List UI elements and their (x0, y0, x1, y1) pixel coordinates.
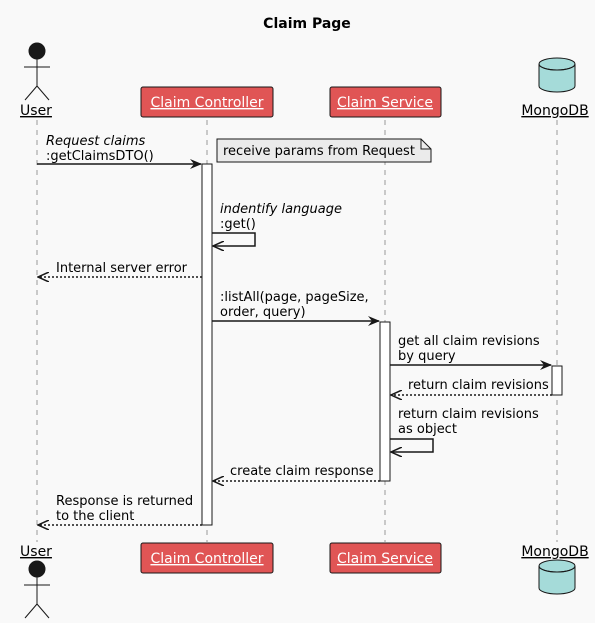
message-label: return claim revisions (408, 378, 549, 393)
participant-label-claim-controller: Claim Controller (150, 551, 263, 567)
message-label: to the client (56, 509, 134, 524)
participant-label-mongodb: MongoDB (521, 544, 588, 560)
participant-label-user: User (20, 103, 52, 119)
message-arrow (390, 438, 434, 452)
message-request-claims: Request claims :getClaimsDTO() (37, 134, 202, 169)
participant-user-top: User (20, 42, 52, 119)
message-return-as-object: return claim revisions as object (390, 407, 539, 452)
message-get-claim-revisions: get all claim revisions by query (390, 334, 552, 370)
message-label: order, query) (220, 305, 306, 320)
participant-label-user: User (20, 544, 52, 560)
message-label-italic: indentify language (220, 202, 342, 217)
participant-user-bottom: User (20, 544, 52, 619)
message-arrow (212, 232, 256, 246)
participant-label-claim-service: Claim Service (337, 95, 433, 111)
message-identify-language: indentify language :get() (212, 202, 342, 246)
message-label: :getClaimsDTO() (46, 149, 154, 164)
diagram-title: Claim Page (263, 16, 351, 32)
message-create-claim-response: create claim response (213, 464, 380, 481)
participant-label-mongodb: MongoDB (521, 103, 588, 119)
message-label: :get() (220, 217, 256, 232)
message-label: create claim response (230, 464, 374, 479)
participant-claim-controller-top: Claim Controller (140, 86, 274, 118)
database-icon (538, 57, 576, 93)
message-label: get all claim revisions (398, 334, 540, 349)
participant-claim-service-bottom: Claim Service (329, 542, 442, 574)
participant-mongodb-top: MongoDB (521, 57, 589, 119)
activation-claim-service (379, 321, 391, 482)
database-icon (538, 559, 576, 595)
message-internal-server-error: Internal server error (38, 261, 202, 277)
participant-claim-service-top: Claim Service (329, 86, 442, 118)
participant-label-claim-service: Claim Service (337, 551, 433, 567)
message-label: return claim revisions (398, 407, 539, 422)
actor-icon (24, 42, 50, 101)
message-label: as object (398, 422, 457, 437)
activation-claim-controller (201, 163, 213, 526)
actor-icon (24, 560, 50, 619)
message-response-returned: Response is returned to the client (38, 494, 202, 525)
note-receive-params: receive params from Request (216, 138, 432, 163)
participant-label-claim-controller: Claim Controller (150, 95, 263, 111)
message-label: Internal server error (56, 261, 188, 276)
activation-mongodb (551, 365, 563, 396)
message-label-italic: Request claims (46, 134, 146, 149)
message-list-all: :listAll(page, pageSize, order, query) (212, 290, 380, 326)
message-label: by query (398, 349, 456, 364)
message-label: :listAll(page, pageSize, (220, 290, 369, 305)
message-return-claim-revisions: return claim revisions (391, 378, 552, 395)
note-text: receive params from Request (223, 144, 415, 159)
participant-mongodb-bottom: MongoDB (521, 544, 589, 595)
message-label: Response is returned (56, 494, 193, 509)
participant-claim-controller-bottom: Claim Controller (140, 542, 274, 574)
